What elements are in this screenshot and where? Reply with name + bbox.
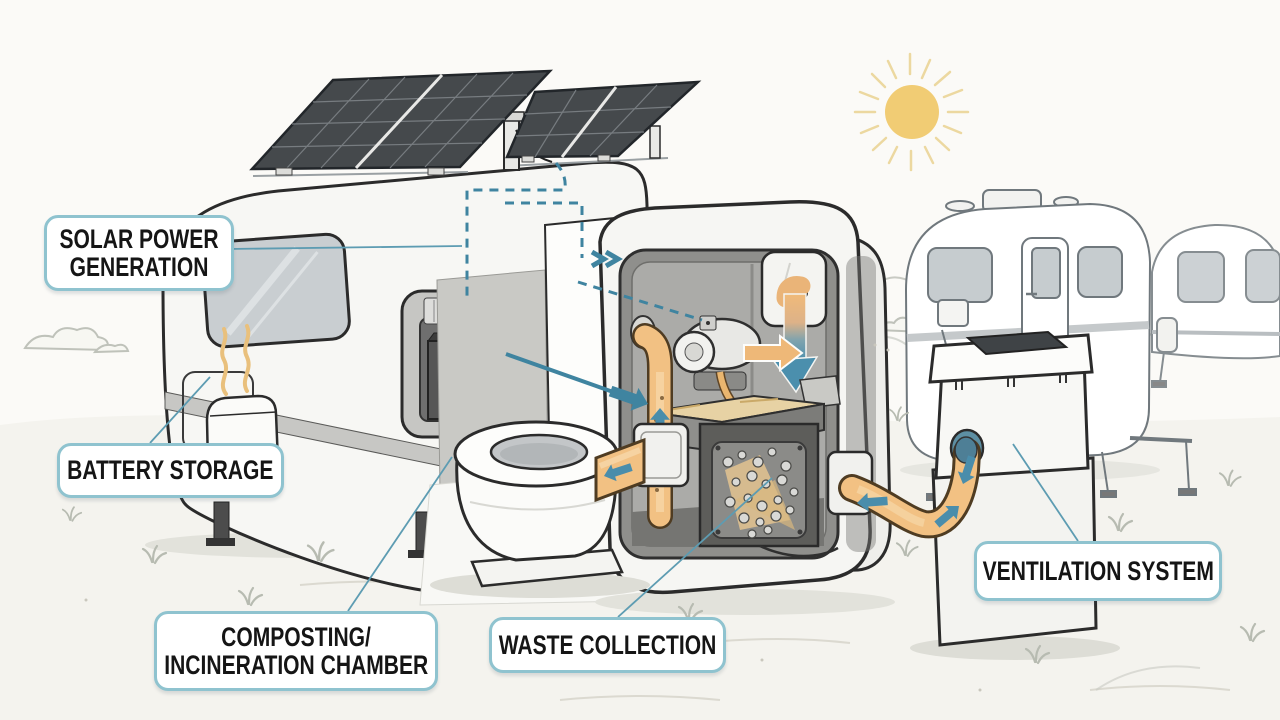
label-line: COMPOSTING/: [221, 621, 371, 652]
battery-to-chamber-arrow: [505, 352, 652, 416]
callout-line-battery: [149, 376, 211, 444]
fan-out-arrow: [743, 333, 804, 373]
label-battery-storage: BATTERY STORAGE: [57, 443, 284, 498]
label-solar-power-generation: SOLAR POWER GENERATION: [44, 215, 234, 291]
label-ventilation-system: VENTILATION SYSTEM: [974, 541, 1222, 601]
toilet-pipe: [594, 422, 690, 503]
fan-motor: [672, 315, 762, 391]
callout-line-composting: [347, 456, 453, 612]
tower-solar-panel: [965, 330, 1069, 356]
solar-panels: [249, 69, 702, 177]
callout-line-ventilation: [1012, 443, 1079, 542]
bg-camper-2: [1151, 223, 1280, 388]
label-waste-collection: WASTE COLLECTION: [489, 617, 726, 673]
sun-icon: [853, 52, 970, 172]
pod-shadow: [595, 589, 895, 615]
label-line: INCINERATION CHAMBER: [163, 650, 429, 680]
wiring-dashed: [465, 162, 703, 322]
label-line: VENTILATION SYSTEM: [982, 555, 1214, 586]
callout-lines: [149, 245, 1079, 618]
toilet: [453, 420, 624, 588]
camper-window: [201, 232, 351, 349]
heat-squiggles: [220, 324, 251, 396]
label-line: WASTE COLLECTION: [498, 629, 717, 660]
label-line: GENERATION: [69, 252, 209, 282]
label-composting-incineration-chamber: COMPOSTING/ INCINERATION CHAMBER: [154, 611, 438, 691]
callout-line-waste: [617, 477, 773, 618]
label-line: BATTERY STORAGE: [67, 455, 274, 486]
vent-pipe: [826, 436, 981, 539]
label-line: SOLAR POWER: [59, 223, 219, 254]
callout-line-solar: [227, 245, 463, 250]
waste-collection-box: [698, 422, 839, 558]
